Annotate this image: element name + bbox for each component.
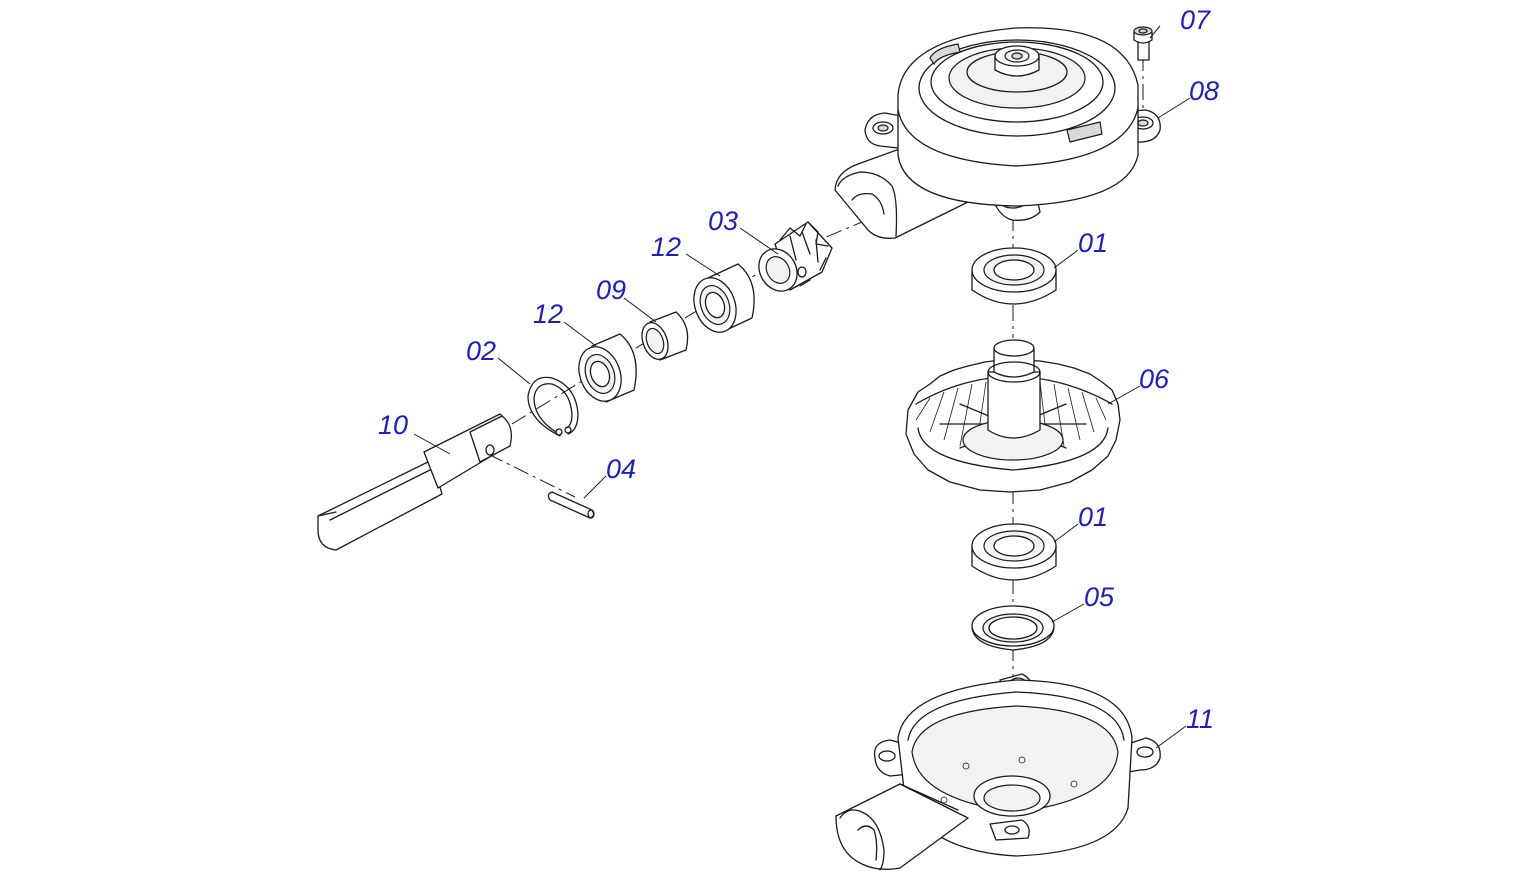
spacer-sleeve: [641, 311, 689, 361]
label-part-01-lower: 01: [1078, 502, 1108, 532]
label-part-05: 05: [1084, 582, 1115, 612]
label-part-11: 11: [1186, 704, 1214, 734]
label-part-09: 09: [596, 275, 626, 305]
label-part-01-upper: 01: [1078, 228, 1108, 258]
bevel-pinion: [758, 221, 833, 292]
label-part-07: 07: [1180, 5, 1211, 35]
label-part-04: 04: [606, 454, 636, 484]
label-part-08: 08: [1189, 76, 1219, 106]
retaining-ring: [527, 376, 579, 437]
bearing-upper-vertical: [971, 247, 1057, 305]
part-labels: 07 08 01 03 12 09 12 02 06 10 04 01 05 1…: [378, 5, 1219, 734]
label-part-02: 02: [466, 336, 496, 366]
cap-screw: [1133, 26, 1153, 61]
upper-housing: [834, 27, 1161, 239]
bevel-gear: [905, 339, 1121, 493]
bearing-lower-vertical: [971, 523, 1057, 581]
bearing-lower-shaft: [578, 333, 637, 403]
label-part-12-lower: 12: [533, 299, 563, 329]
label-part-10: 10: [378, 410, 408, 440]
label-part-06: 06: [1139, 364, 1170, 394]
seal-washer: [971, 605, 1055, 651]
bearing-upper-shaft: [693, 263, 755, 333]
leader-lines: [413, 25, 1191, 749]
label-part-12-upper: 12: [651, 232, 681, 262]
input-shaft: [317, 413, 513, 551]
dowel-pin: [547, 491, 595, 519]
label-part-03: 03: [708, 206, 738, 236]
lower-housing: [835, 673, 1161, 871]
